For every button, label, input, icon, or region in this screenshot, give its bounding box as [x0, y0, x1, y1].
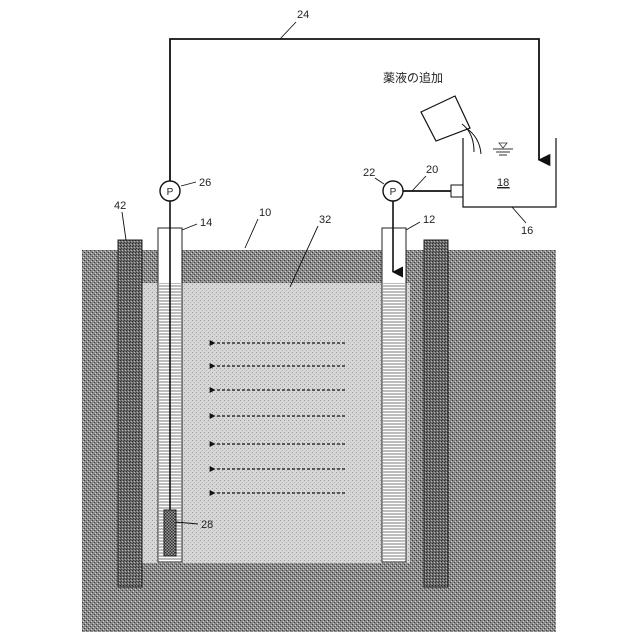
leader-12 [406, 222, 420, 230]
well-right-screen [383, 283, 405, 561]
leader-14 [182, 224, 197, 230]
label-32: 32 [319, 214, 331, 226]
label-12: 12 [423, 214, 435, 226]
label-20: 20 [426, 164, 438, 176]
tank-body [463, 138, 556, 207]
label-10: 10 [259, 207, 271, 219]
well-left-screen-bottom [164, 510, 176, 556]
leader-20 [412, 176, 426, 191]
label-pump-26: 26 [199, 177, 211, 189]
label-pump-22: 22 [363, 167, 375, 179]
label-42: 42 [114, 200, 126, 212]
overhead-pipe [170, 39, 539, 181]
label-14: 14 [200, 217, 212, 229]
leader-10 [245, 219, 258, 248]
leader-22 [375, 178, 384, 184]
label-24: 24 [297, 9, 309, 21]
pump-22-symbol: P [390, 187, 397, 198]
barrier-right [424, 240, 448, 587]
tank-outlet [451, 185, 463, 197]
caption-chemical-addition: 薬液の追加 [383, 70, 443, 85]
water-level-triangle [499, 143, 507, 148]
pour-container-icon [421, 96, 470, 141]
leader-24 [280, 22, 296, 39]
barrier-left [118, 240, 142, 587]
pump-26-symbol: P [167, 187, 174, 198]
label-18: 18 [497, 177, 509, 189]
label-28: 28 [201, 519, 213, 531]
label-16: 16 [521, 225, 533, 237]
leader-26 [181, 182, 196, 186]
leader-16 [512, 207, 526, 223]
leader-42 [122, 212, 126, 240]
